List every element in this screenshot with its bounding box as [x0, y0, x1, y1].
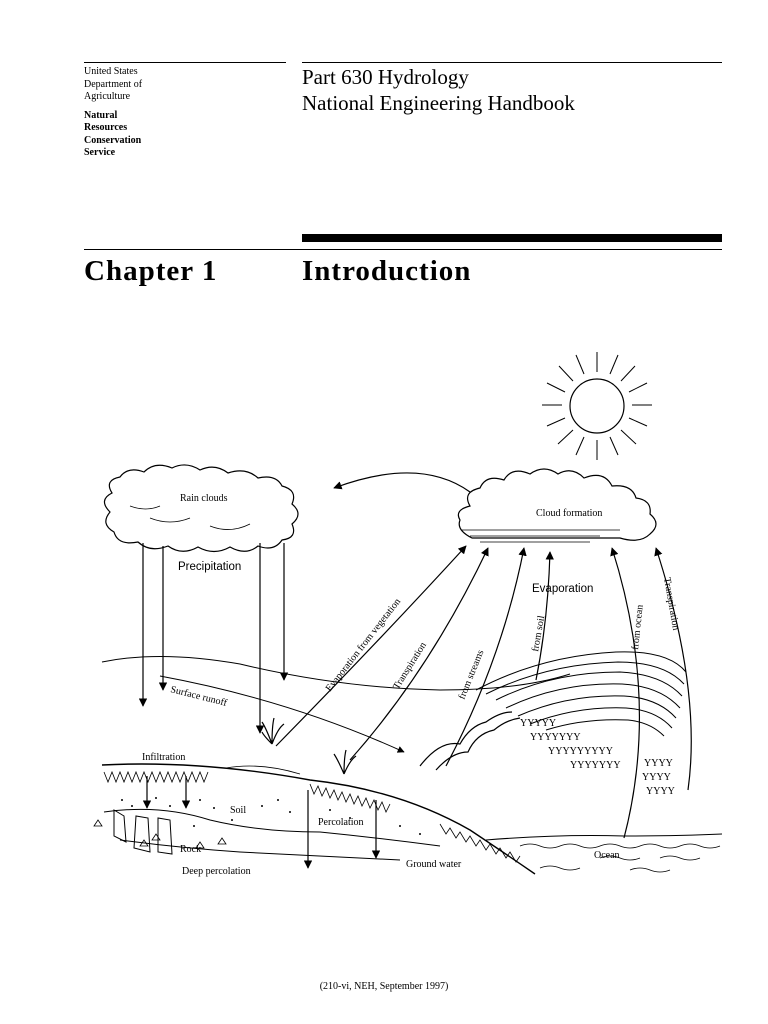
rain-cloud-icon [103, 464, 299, 553]
chapter-thick-rule [302, 234, 722, 242]
part-title-line1: Part 630 Hydrology [302, 65, 469, 89]
svg-text:YYYY: YYYY [646, 786, 675, 797]
sun-icon [542, 352, 652, 460]
org-name: Natural Resources Conservation Service [84, 110, 142, 160]
label-cloud-formation: Cloud formation [536, 508, 602, 519]
org-line: Natural [84, 109, 118, 121]
label-from-ocean: from ocean [630, 604, 646, 650]
header-rule-left [84, 62, 286, 63]
agency-line: Agriculture [84, 91, 131, 102]
label-ground-water: Ground water [406, 859, 462, 870]
label-from-soil: from soil [530, 615, 547, 653]
svg-text:YYYYYYY: YYYYYYY [570, 760, 621, 771]
svg-text:YYYY: YYYY [642, 772, 671, 783]
plant-icon [261, 717, 285, 745]
org-line: Conservation [84, 134, 142, 146]
label-precipitation: Precipitation [178, 561, 241, 573]
svg-text:YYYYYYYYY: YYYYYYYYY [548, 746, 613, 757]
plant-icon [333, 749, 357, 775]
agency-line: Department of [84, 78, 143, 90]
chapter-rule-right [302, 249, 722, 250]
label-percolation: Percolation [318, 817, 364, 828]
label-surface-runoff: Surface runoff [169, 684, 228, 709]
chapter-label: Chapter 1 [84, 255, 218, 287]
org-line: Service [84, 147, 116, 158]
label-soil: Soil [230, 805, 246, 816]
svg-text:YYYYY: YYYYY [520, 718, 556, 729]
label-rock: Rock [180, 844, 201, 855]
precipitation-arrows [138, 543, 289, 734]
agency-line: United States [84, 66, 138, 77]
label-transpiration-right: Transpiration [661, 577, 681, 632]
svg-text:YYYY: YYYY [644, 758, 673, 769]
page-footer: (210-vi, NEH, September 1997) [319, 981, 449, 992]
label-deep-percolation: Deep percolation [182, 866, 251, 877]
label-from-streams: from streams [457, 648, 487, 701]
label-rain-clouds: Rain clouds [180, 493, 228, 504]
handbook-title: Part 630 Hydrology National Engineering … [302, 64, 575, 116]
formation-cloud-icon [457, 468, 657, 543]
org-line: Resources [84, 122, 128, 133]
part-title-line2: National Engineering Handbook [302, 91, 575, 115]
agency-block: United States Department of Agriculture … [84, 66, 142, 160]
label-infiltration: Infiltration [142, 752, 185, 763]
svg-text:YYYYYYY: YYYYYYY [530, 732, 581, 743]
chapter-title: Introduction [302, 255, 472, 287]
header-rule-right [302, 62, 722, 63]
label-evap-vegetation: Evaporation from vegetation [324, 596, 403, 693]
chapter-rule-left [84, 249, 302, 250]
label-ocean: Ocean [594, 850, 620, 861]
label-evaporation: Evaporation [532, 583, 593, 595]
